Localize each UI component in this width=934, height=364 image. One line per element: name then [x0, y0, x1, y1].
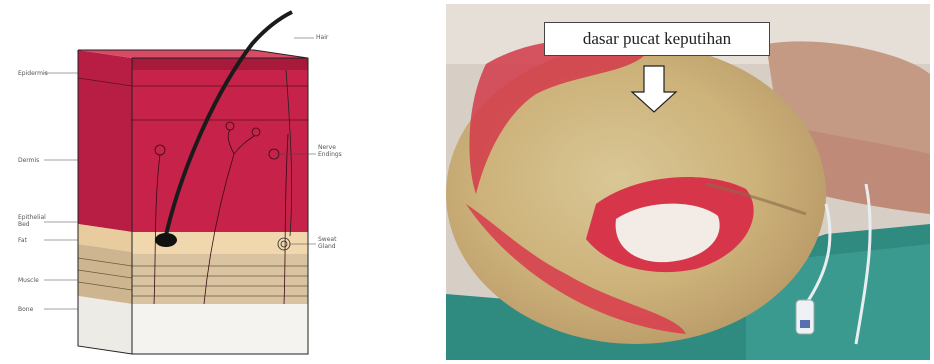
label-epidermis: Epidermis [18, 70, 48, 77]
label-dermis: Dermis [18, 157, 39, 164]
skin-block-illustration [4, 4, 376, 360]
label-sweat-gland: Sweat Gland [318, 236, 336, 250]
down-arrow-icon [446, 4, 930, 360]
skin-layers-diagram: Epidermis Dermis Epithelial Bed Fat Musc… [4, 4, 376, 360]
label-epithelial-bed: Epithelial Bed [18, 214, 46, 228]
label-bone: Bone [18, 306, 33, 313]
label-hair: Hair [316, 34, 328, 41]
label-muscle: Muscle [18, 277, 39, 284]
burn-wound-photo: dasar pucat keputihan [446, 4, 930, 360]
label-fat: Fat [18, 237, 27, 244]
label-nerve-endings: Nerve Endings [318, 144, 342, 158]
